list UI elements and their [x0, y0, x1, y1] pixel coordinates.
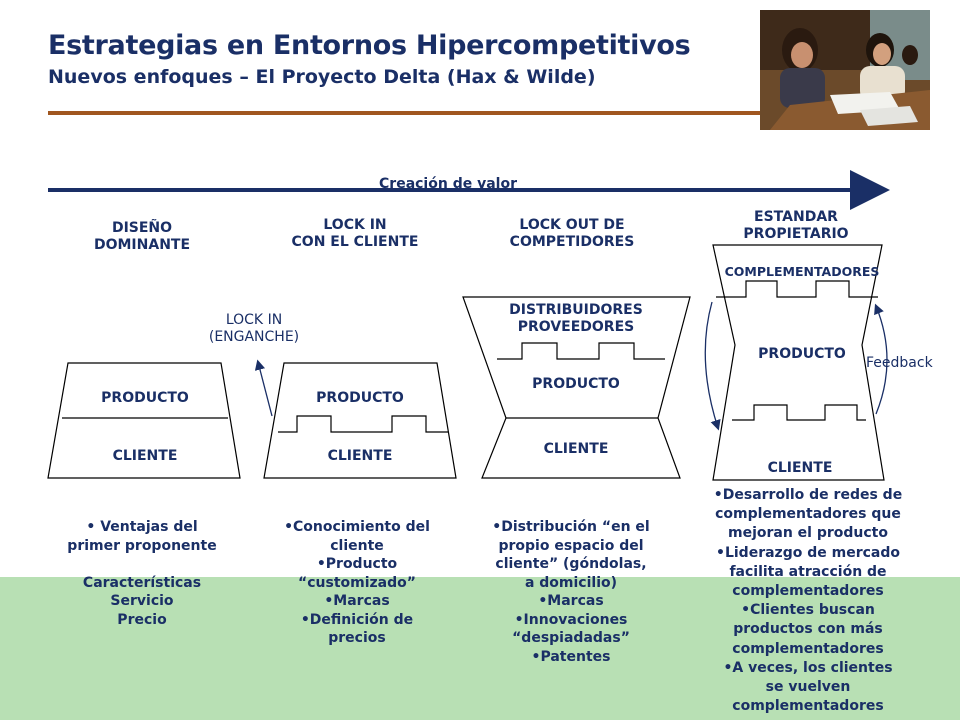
list-item: primer proponente: [67, 537, 217, 554]
list-item: se vuelven: [765, 679, 851, 696]
list-item: complementadores: [732, 698, 884, 715]
curved-arrow-down: [704, 301, 721, 431]
list-item: •Marcas: [538, 593, 604, 609]
heading-col2-line1: LOCK IN: [323, 217, 387, 233]
list-item: a domicilio): [524, 574, 618, 591]
cliente-label-col2: CLIENTE: [327, 448, 393, 464]
distribuidores-label: DISTRIBUIDORES PROVEEDORES: [509, 302, 643, 336]
heading-col4-line2: PROPIETARIO: [743, 226, 849, 242]
heading-col2-line2: CON EL CLIENTE: [291, 234, 419, 250]
list-item: •Marcas: [324, 593, 390, 609]
list-item: Servicio: [110, 593, 174, 609]
heading-col4: ESTANDAR PROPIETARIO: [743, 209, 848, 243]
distribuidores-line1: DISTRIBUIDORES: [509, 302, 643, 318]
producto-label-col3: PRODUCTO: [532, 376, 620, 392]
list-item: cliente” (góndolas,: [495, 556, 647, 572]
list-item: •Clientes buscan: [741, 602, 875, 619]
list-item: cliente: [330, 537, 384, 554]
list-item: Precio: [117, 611, 167, 628]
cliente-label-col3: CLIENTE: [543, 441, 609, 457]
list-item: • Ventajas del: [86, 519, 198, 535]
bullets-col1: • Ventajas del primer proponente Caracte…: [67, 518, 216, 629]
complementadores-label: COMPLEMENTADORES: [724, 264, 880, 279]
list-item: complementadores: [732, 640, 884, 657]
feedback-arrow: [874, 303, 888, 415]
heading-col3: LOCK OUT DE COMPETIDORES: [510, 217, 635, 251]
list-item: “customizado”: [298, 574, 416, 591]
list-item: propio espacio del: [498, 537, 644, 554]
shape-col2: [263, 362, 457, 479]
interlock-col2: [278, 415, 448, 433]
lock-in-enganche-label: LOCK IN (ENGANCHE): [209, 312, 299, 346]
list-item: Características: [82, 574, 202, 591]
page-title: Estrategias en Entornos Hipercompetitivo…: [48, 30, 691, 61]
heading-col2: LOCK IN CON EL CLIENTE: [292, 217, 419, 251]
list-item: mejoran el producto: [727, 525, 888, 542]
interlock-col4-bottom: [732, 404, 866, 421]
shape-col1: [47, 362, 241, 479]
list-item: •Patentes: [531, 648, 611, 665]
list-item: [67, 555, 216, 574]
list-item: •Conocimiento del: [284, 519, 430, 535]
list-item: productos con más: [733, 621, 883, 638]
lock-in-arrow: [254, 359, 273, 417]
bullets-col3: •Distribución “en el propio espacio del …: [492, 518, 649, 666]
cliente-label-col4: CLIENTE: [767, 460, 833, 476]
heading-col1-line2: DOMINANTE: [93, 237, 191, 253]
page-subtitle: Nuevos enfoques – El Proyecto Delta (Hax…: [48, 66, 596, 88]
heading-col3-line1: LOCK OUT DE: [519, 217, 625, 233]
list-item: complementadores: [732, 583, 884, 600]
list-item: •Desarrollo de redes de: [713, 487, 903, 503]
bottom-panel: [0, 577, 960, 720]
shape-col4: [712, 244, 885, 481]
bullets-col2: •Conocimiento del cliente •Producto “cus…: [284, 518, 430, 648]
list-item: facilita atracción de: [729, 563, 887, 580]
heading-col3-line2: COMPETIDORES: [509, 234, 635, 250]
producto-label-col2: PRODUCTO: [316, 390, 404, 406]
heading-col1: DISEÑO DOMINANTE: [94, 220, 190, 254]
list-item: •A veces, los clientes: [723, 659, 893, 676]
meeting-photo: [760, 10, 930, 130]
producto-label-col4: PRODUCTO: [758, 346, 846, 362]
feedback-label: Feedback: [866, 355, 933, 371]
meeting-photo-art: [760, 10, 930, 130]
heading-col4-line1: ESTANDAR: [754, 209, 838, 225]
list-item: •Producto: [316, 556, 398, 572]
interlock-col4-top: [716, 280, 878, 298]
interlock-col3-top: [497, 342, 665, 360]
list-item: •Innovaciones: [514, 611, 628, 628]
title-divider: [48, 111, 760, 115]
list-item: •Definición de: [300, 611, 414, 628]
heading-col1-line1: DISEÑO: [111, 220, 173, 236]
lock-in-line2: (ENGANCHE): [208, 329, 300, 345]
distribuidores-line2: PROVEEDORES: [517, 319, 635, 335]
cliente-label-col1: CLIENTE: [112, 448, 178, 464]
producto-label-col1: PRODUCTO: [101, 390, 189, 406]
lock-in-line1: LOCK IN: [225, 312, 283, 328]
list-item: •Distribución “en el: [492, 519, 650, 535]
value-creation-label: Creación de valor: [379, 176, 517, 192]
list-item: precios: [328, 630, 386, 646]
bullets-col4: •Desarrollo de redes de complementadores…: [714, 486, 902, 716]
list-item: •Liderazgo de mercado: [716, 544, 900, 561]
list-item: complementadores que: [715, 506, 901, 523]
list-item: “despiadadas”: [512, 630, 630, 646]
